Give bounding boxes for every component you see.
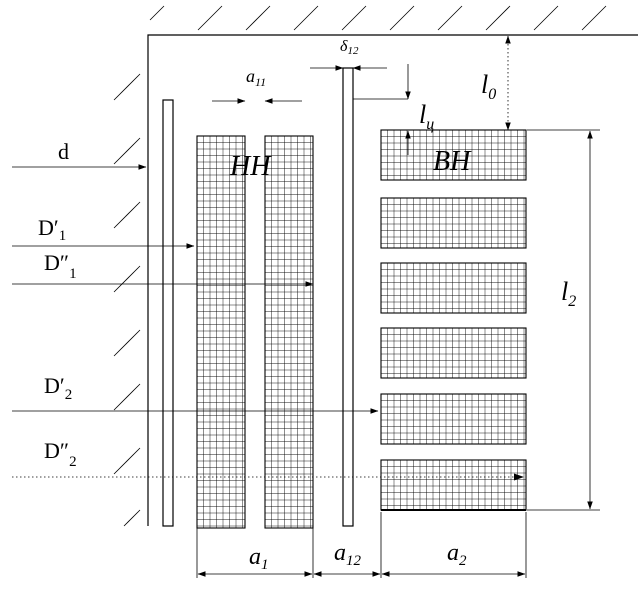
hv-winding-label: ВН [433, 146, 472, 177]
D2-prime-main: D′ [44, 373, 65, 398]
lv-winding-inner-hatch [197, 136, 245, 528]
hv-section-6 [380, 459, 527, 511]
hv-section-2-hatch [381, 198, 526, 248]
hv-section-1 [380, 129, 527, 181]
a2-label: a2 [447, 540, 467, 569]
l2-dimension [527, 129, 600, 511]
yoke-hatching [149, 5, 607, 31]
a1-label: a1 [249, 544, 269, 573]
l0-label: l0 [481, 70, 496, 103]
a12-label: a12 [334, 540, 362, 569]
windings [196, 129, 527, 529]
core-yoke [113, 5, 638, 527]
D2-prime-label: D′2 [44, 373, 72, 403]
D2-double-prime-main: D″ [44, 438, 69, 463]
l2-label: l2 [561, 277, 576, 310]
D2-double-prime-sub: 2 [69, 454, 77, 470]
hv-section-3-hatch [381, 263, 526, 313]
hv-lv-cylinder [342, 67, 354, 527]
lv-winding-label: НН [229, 151, 272, 182]
D2-prime-sub: 2 [65, 387, 73, 403]
lv-winding-outer [264, 135, 314, 529]
bottom-dimensions [196, 512, 527, 578]
hv-section-1-outline [380, 129, 527, 181]
hv-section-3 [380, 262, 527, 314]
hv-section-5-hatch [381, 394, 526, 444]
lc-dimension [353, 64, 411, 155]
core-cylinder [162, 99, 174, 527]
diameter-arrows [12, 164, 524, 481]
lv-winding-inner [196, 135, 246, 529]
hv-section-6-outline [380, 459, 527, 511]
D1-prime-label: D′1 [38, 215, 66, 244]
hv-section-4-outline [380, 327, 527, 379]
core-outline [147, 34, 638, 526]
hv-section-3-outline [380, 262, 527, 314]
D2-double-prime-label: D″2 [44, 438, 77, 470]
hv-section-6-hatch [381, 460, 526, 510]
hv-section-1-hatch [381, 130, 526, 180]
a11-label: a11 [246, 66, 266, 89]
lc-label: lц [419, 100, 434, 133]
delta12-label: δ12 [340, 38, 359, 57]
hv-section-5 [380, 393, 527, 445]
lv-winding-outer-outline [264, 135, 314, 529]
hv-section-2-outline [380, 197, 527, 249]
core-hatching [113, 73, 141, 527]
hv-section-5-outline [380, 393, 527, 445]
D1-prime-sub: 1 [59, 228, 67, 244]
hv-section-4-hatch [381, 328, 526, 378]
d-label: d [58, 139, 69, 164]
D1-double-prime-label: D″1 [44, 250, 77, 282]
D1-double-prime-main: D″ [44, 250, 69, 275]
lv-winding-outer-hatch [265, 136, 313, 528]
lv-winding-inner-outline [196, 135, 246, 529]
D2-double-prime-arrowhead [514, 473, 524, 481]
D1-double-prime-sub: 1 [69, 266, 77, 282]
D1-prime-main: D′ [38, 215, 59, 240]
hv-section-2 [380, 197, 527, 249]
hv-section-4 [380, 327, 527, 379]
